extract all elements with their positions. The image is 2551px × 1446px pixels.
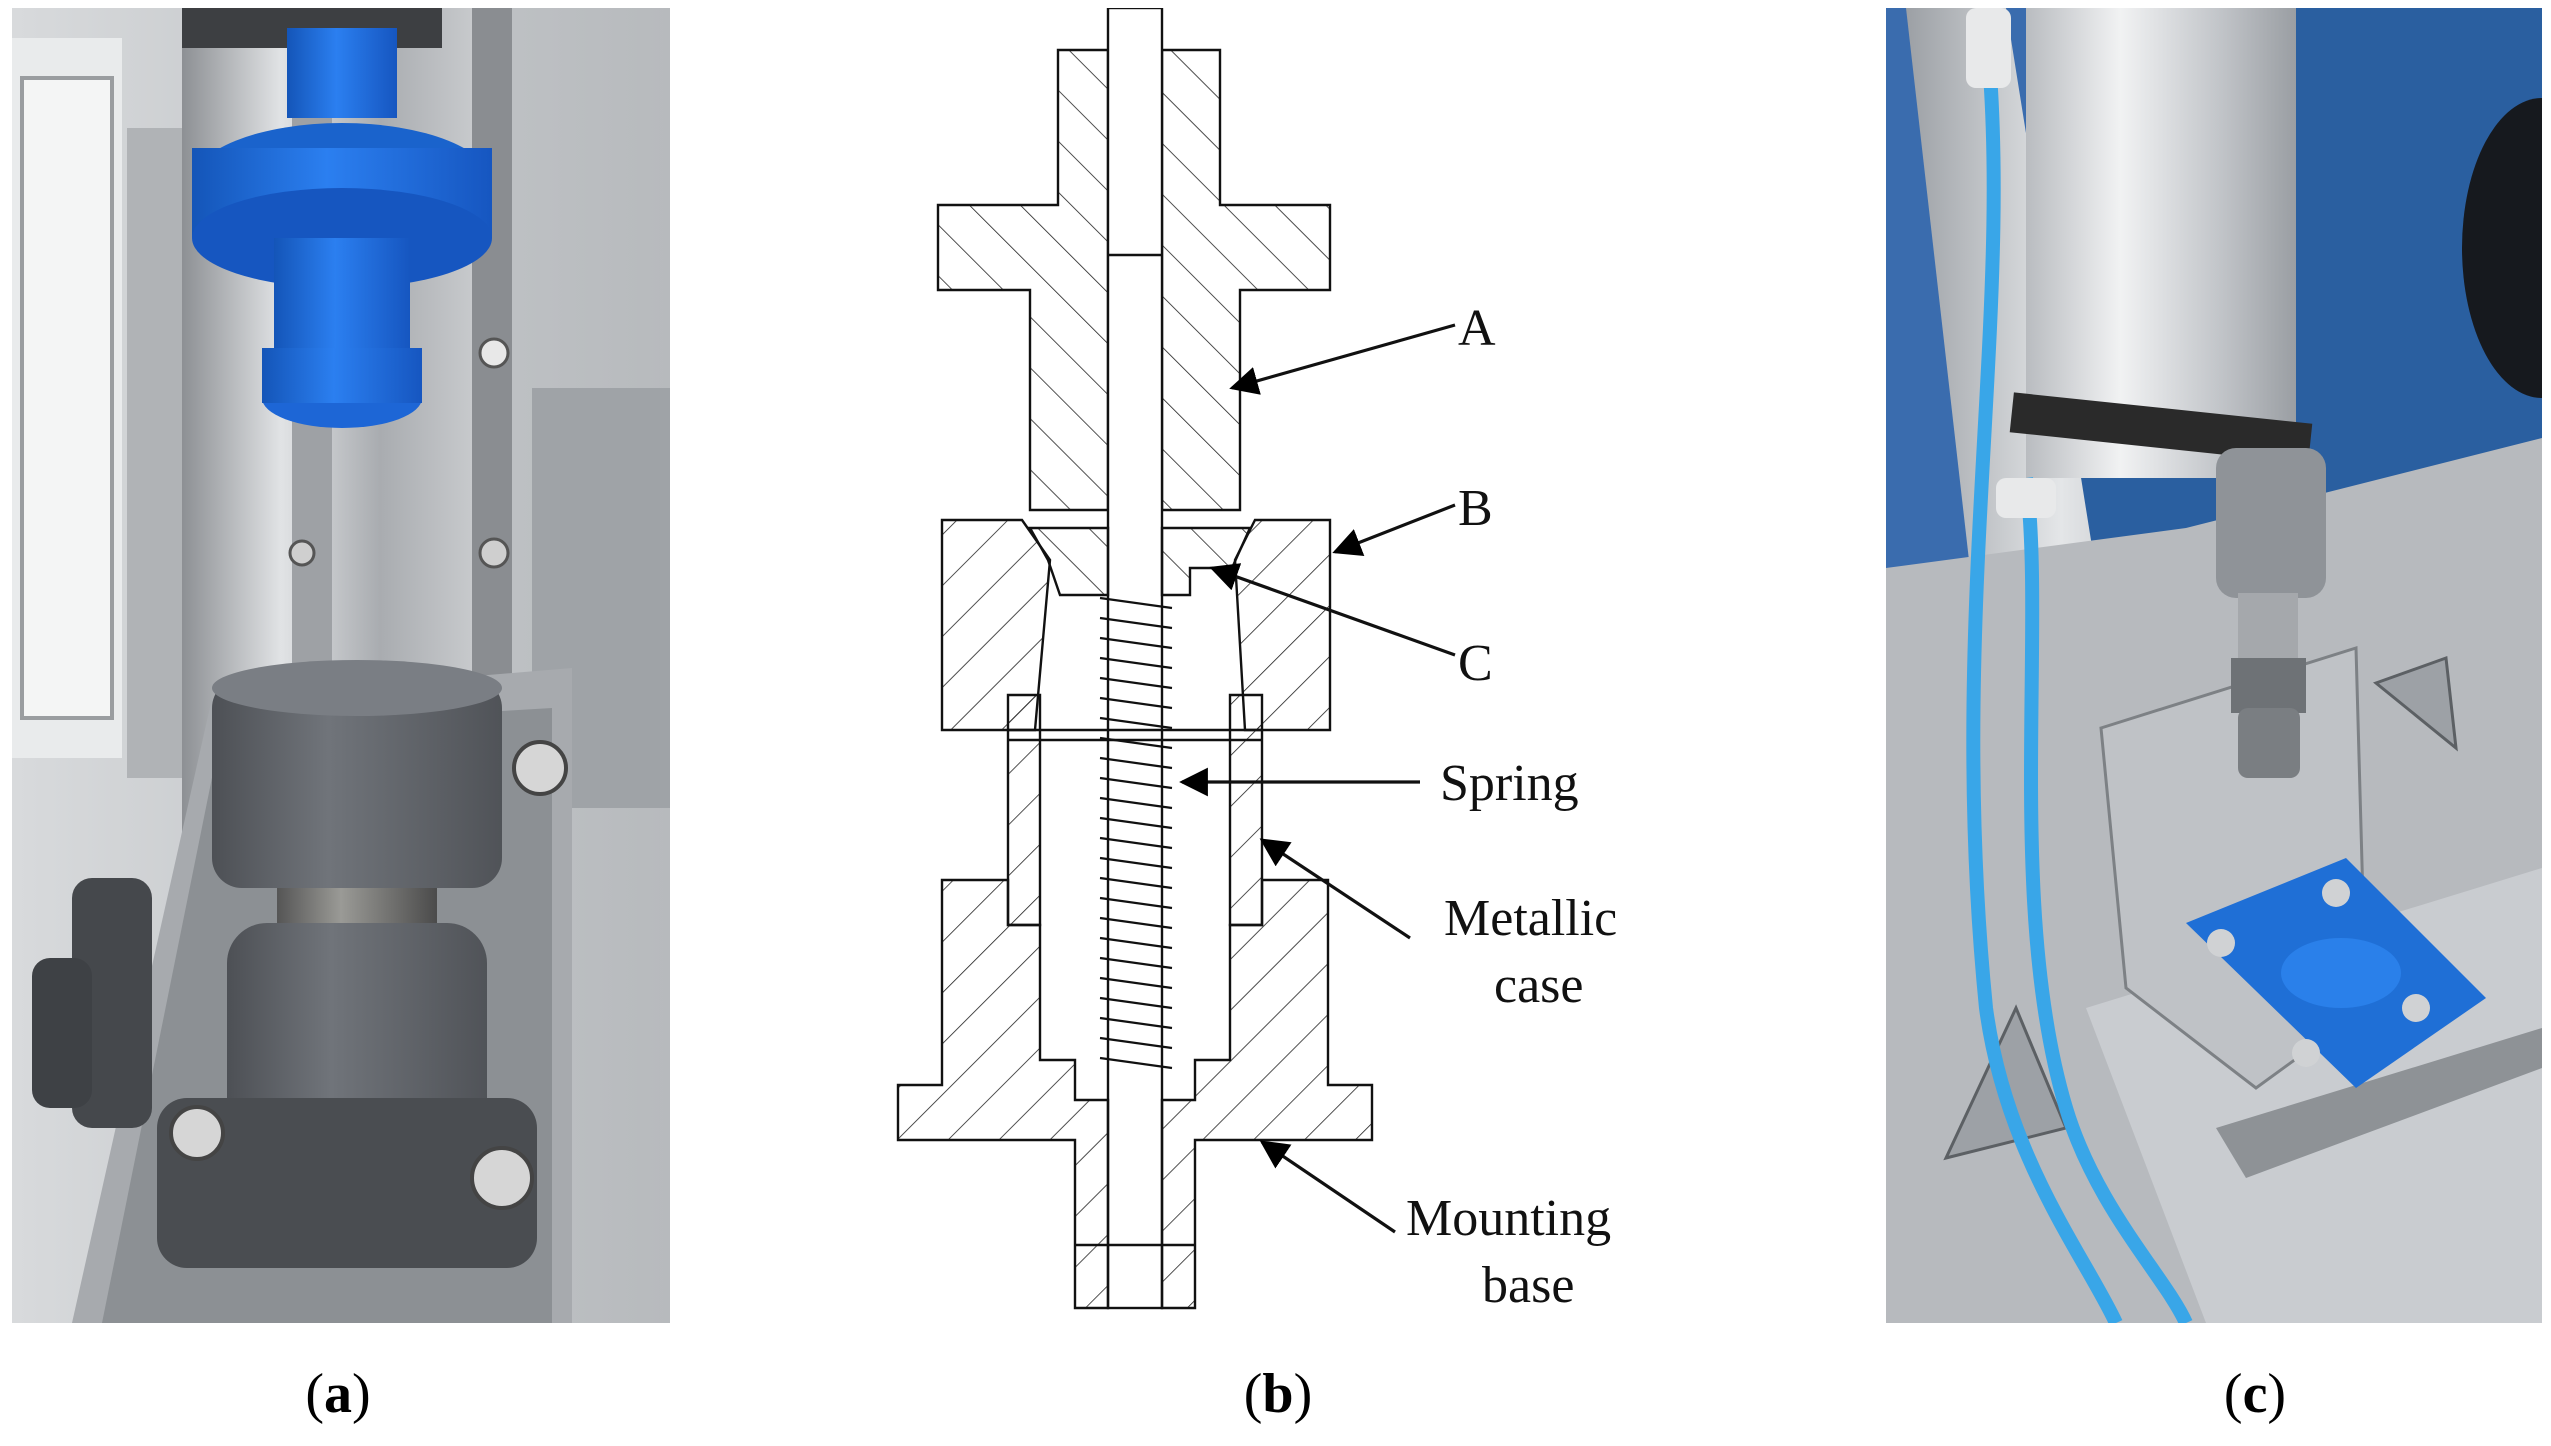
label-c: C [1458,635,1493,692]
part-b-left [940,518,1052,732]
mounting-base-right [1160,878,1374,1310]
part-c-left [1027,526,1110,597]
central-rod [1106,8,1164,1310]
caption-b: (b) [1243,1363,1313,1425]
caption-a-letter: a [324,1363,352,1425]
label-b: B [1458,480,1493,537]
cross-section-diagram: A B C Spring Metallic case Mounting base [880,8,1670,1323]
caption-b-letter: b [1262,1363,1294,1425]
leader-b [1332,503,1456,556]
mounting-base-left [896,878,1110,1310]
photo-panel-a [12,8,670,1323]
caption-c-letter: c [2242,1363,2268,1425]
caption-a: (a) [305,1363,371,1425]
leader-c [1209,563,1456,657]
leader-metallic-case [1259,838,1411,940]
cross-section-svg: A B C Spring Metallic case Mounting base [896,8,1617,1314]
label-mounting-base-line1: Mounting [1406,1190,1611,1247]
label-mounting-base-line2: base [1482,1257,1574,1314]
leader-mounting-base [1259,1140,1396,1234]
label-spring: Spring [1440,755,1579,812]
photo-panel-c [1886,8,2542,1323]
caption-c: (c) [2223,1363,2287,1425]
photo-c-illustration [1886,8,2542,1323]
part-c-right [1160,526,1252,597]
label-metallic-case-line2: case [1494,957,1583,1014]
label-a: A [1458,300,1496,357]
part-a-left [936,48,1110,512]
leader-a [1229,323,1456,395]
part-a-right [1160,48,1332,512]
spring-coils [1099,596,1173,1070]
photo-a-illustration [12,8,670,1323]
label-metallic-case-line1: Metallic [1444,890,1617,947]
